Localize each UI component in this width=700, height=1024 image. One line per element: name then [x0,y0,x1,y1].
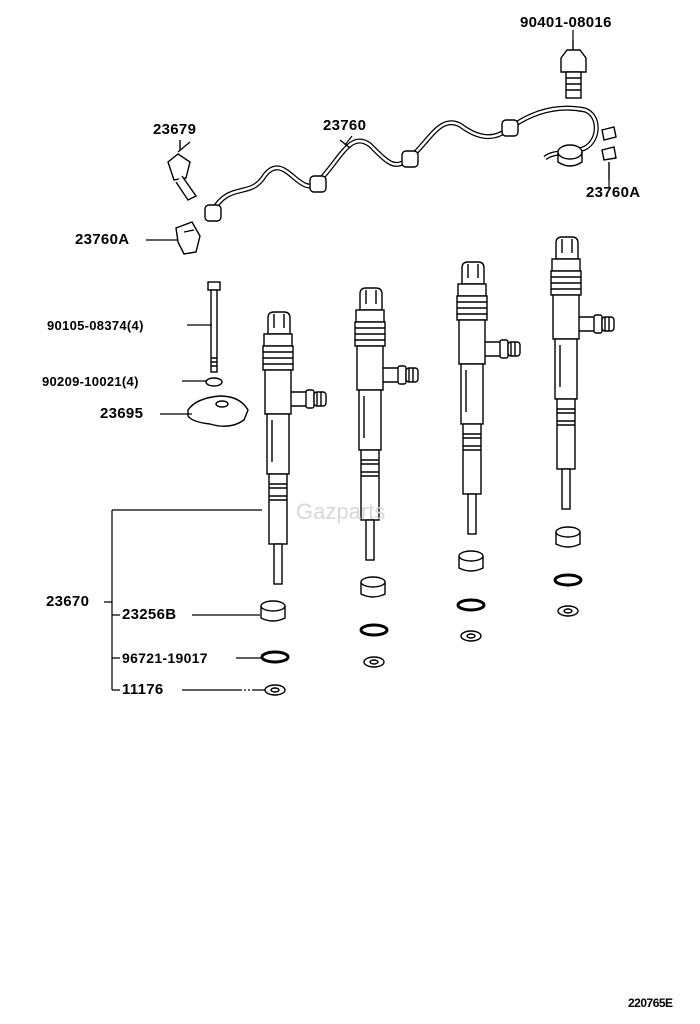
gasket-1 [264,684,286,696]
gasket-4 [557,605,579,617]
label-washer: 90209-10021(4) [42,374,139,389]
label-clamp-right: 23760A [586,184,641,201]
injector-1 [262,311,327,585]
injector-clamp [187,395,249,427]
seal-cup-2 [360,576,386,598]
seal-cup-3 [458,550,484,572]
bolt-90401 [560,40,587,99]
label-union-bolt: 23679 [153,121,197,138]
o-ring-3 [456,598,486,612]
diagram-code: 220765E [628,996,673,1010]
label-fuel-pipe: 23760 [323,117,367,134]
label-gasket: 11176 [122,681,164,698]
label-bolt-top: 90401-08016 [520,14,612,31]
gasket-3 [460,630,482,642]
injector-4 [550,236,615,510]
injector-3 [456,261,521,535]
label-injector: 23670 [46,593,90,610]
o-ring-4 [553,573,583,587]
label-o-ring: 96721-19017 [122,650,208,666]
watermark: Gazparts [296,499,386,524]
leader-lines [104,30,610,691]
seal-cup-1 [260,600,286,622]
label-seal-cup: 23256B [122,606,177,623]
clamp-right [557,126,617,180]
union-bolt [167,140,198,201]
label-clamp-left: 23760A [75,231,130,248]
o-ring-1 [260,650,290,664]
bolt-long [207,281,221,373]
fuel-pipe [204,105,599,222]
clamp-left [175,221,201,255]
label-bolt-long: 90105-08374(4) [47,318,144,333]
seal-cup-4 [555,526,581,548]
o-ring-2 [359,623,389,637]
gasket-2 [363,656,385,668]
washer-icon [205,377,223,387]
label-injector-clamp: 23695 [100,405,144,422]
